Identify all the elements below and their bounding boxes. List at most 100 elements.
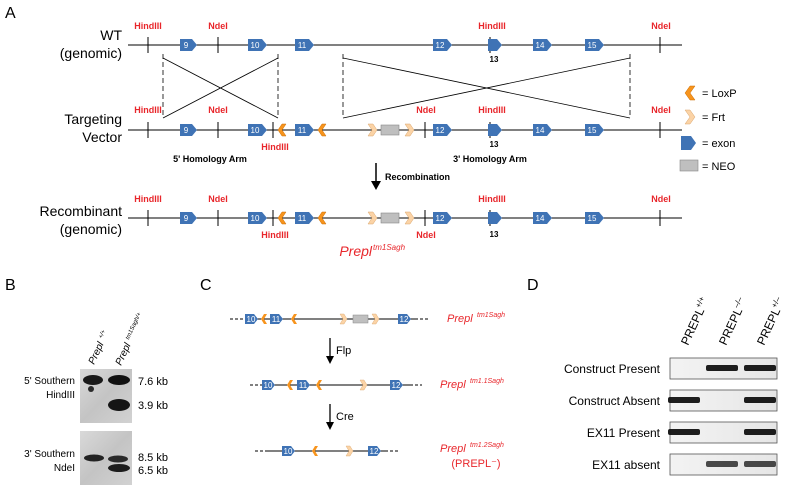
svg-text:10: 10	[251, 214, 260, 223]
tv-neo	[380, 124, 400, 136]
svg-text:11: 11	[272, 315, 281, 324]
blot1-label-line2: HindIII	[46, 390, 75, 401]
wt-ndei-2: NdeI	[651, 21, 671, 31]
rc-label-line2: (genomic)	[60, 221, 122, 237]
recombination-arrow: Recombination	[371, 163, 450, 190]
legend-loxp-icon	[684, 85, 696, 101]
band-b2-lane2-lower	[108, 464, 130, 472]
svg-text:12: 12	[436, 214, 445, 223]
legend-frt-icon	[684, 109, 696, 125]
tv-exon-11: 11	[295, 124, 314, 136]
svg-text:9: 9	[184, 214, 189, 223]
rc-exon-11: 11	[295, 212, 314, 224]
tv-exon-15: 15	[585, 124, 604, 136]
svg-text:10: 10	[264, 381, 273, 390]
band-b1-lane2-lower	[108, 399, 130, 411]
gel-band-r2-c3	[744, 397, 776, 403]
band-b1-lane1-upper	[83, 375, 103, 385]
tv-exon-10: 10	[248, 124, 267, 136]
svg-text:PREPL: PREPL	[754, 305, 783, 347]
svg-text:PREPL: PREPL	[716, 305, 745, 347]
blot1-label-line1: 5' Southern	[24, 376, 75, 387]
panel-d-letter: D	[527, 277, 539, 294]
svg-text:–/–: –/–	[732, 295, 745, 309]
svg-text:12: 12	[392, 381, 401, 390]
flp-arrow: Flp	[326, 338, 351, 364]
svg-text:13: 13	[490, 230, 499, 239]
homology-crossover	[162, 54, 631, 119]
svg-text:14: 14	[536, 214, 545, 223]
tv-label-line2: Vector	[82, 129, 122, 145]
wt-hindiii-1: HindIII	[134, 21, 162, 31]
gel-column-label-3: PREPL+/–	[754, 295, 783, 347]
southern-blot-1	[80, 369, 132, 423]
svg-text:15: 15	[588, 214, 597, 223]
rc-exon-12: 12	[433, 212, 452, 224]
svg-text:11: 11	[298, 214, 307, 223]
rc-exon-9: 9	[180, 212, 197, 224]
legend-neo: = NEO	[702, 161, 736, 173]
legend-exon-icon	[681, 136, 696, 150]
cre-label: Cre	[336, 411, 354, 423]
allele-c3: Prepl	[440, 443, 466, 455]
svg-text:PREPL: PREPL	[678, 305, 707, 347]
svg-text:10: 10	[251, 126, 260, 135]
svg-text:9: 9	[184, 41, 189, 50]
rc-loxp-1	[277, 211, 287, 225]
tv-ndei-1: NdeI	[208, 105, 228, 115]
southern-blot-2	[80, 431, 132, 485]
svg-text:tm1Sagh/+: tm1Sagh/+	[125, 311, 143, 340]
panel-a-letter: A	[5, 5, 16, 22]
tv-hindiii-1: HindIII	[134, 105, 162, 115]
wt-exon-9: 9	[180, 39, 197, 51]
wt-exon-13: 13	[488, 39, 502, 64]
svg-text:10: 10	[251, 41, 260, 50]
recombination-label: Recombination	[385, 172, 450, 182]
gel-row-label-2: Construct Absent	[569, 394, 661, 408]
svg-text:11: 11	[298, 41, 307, 50]
tv-exon-13: 13	[488, 124, 502, 149]
rc-exon-14: 14	[533, 212, 552, 224]
legend: = LoxP = Frt = exon = NEO	[679, 85, 737, 173]
wt-exon-12: 12	[433, 39, 452, 51]
tv-loxp-2	[317, 123, 327, 137]
b2-size-upper: 8.5 kb	[138, 452, 168, 464]
cre-arrow: Cre	[326, 404, 354, 430]
svg-text:+/+: +/+	[694, 295, 707, 310]
svg-text:10: 10	[284, 447, 293, 456]
allele-name-a: Prepl	[339, 243, 373, 259]
wt-map: HindIII NdeI HindIII NdeI 9 10 11 12 13 …	[128, 21, 682, 64]
svg-text:14: 14	[536, 126, 545, 135]
svg-text:13: 13	[490, 140, 499, 149]
rc-loxp-2	[317, 211, 327, 225]
rc-neo	[380, 212, 400, 224]
allele-c2-sup: tm1.1Sagh	[470, 378, 504, 385]
flp-label: Flp	[336, 345, 351, 357]
svg-text:14: 14	[536, 41, 545, 50]
allele-c3-sup: tm1.2Sagh	[470, 442, 504, 449]
rc-frt-2	[404, 211, 415, 225]
svg-text:12: 12	[400, 315, 409, 324]
svg-text:10: 10	[247, 315, 256, 324]
legend-exon: = exon	[702, 138, 735, 150]
svg-text:11: 11	[298, 126, 307, 135]
svg-text:Prepl: Prepl	[87, 340, 107, 367]
tv-exon-9: 9	[180, 124, 197, 136]
band-b1-lane2-upper	[108, 375, 130, 385]
b1-size-upper: 7.6 kb	[138, 376, 168, 388]
rc-hindiii-3: HindIII	[478, 194, 506, 204]
gel-row-label-1: Construct Present	[564, 362, 661, 376]
tv-map: HindIII NdeI HindIII NdeI HindIII NdeI 9…	[128, 105, 682, 164]
tv-ndei-2: NdeI	[416, 105, 436, 115]
tv-loxp-1	[277, 123, 287, 137]
rc-ndei-3: NdeI	[651, 194, 671, 204]
rc-exon-15: 15	[585, 212, 604, 224]
allele-c1-sup: tm1Sagh	[477, 312, 505, 319]
blot2-label-line1: 3' Southern	[24, 449, 75, 460]
svg-text:15: 15	[588, 126, 597, 135]
legend-loxp: = LoxP	[702, 88, 737, 100]
gel-row-label-4: EX11 absent	[592, 458, 660, 472]
svg-text:12: 12	[436, 126, 445, 135]
allele-tm12-map: 10 12	[255, 445, 398, 457]
